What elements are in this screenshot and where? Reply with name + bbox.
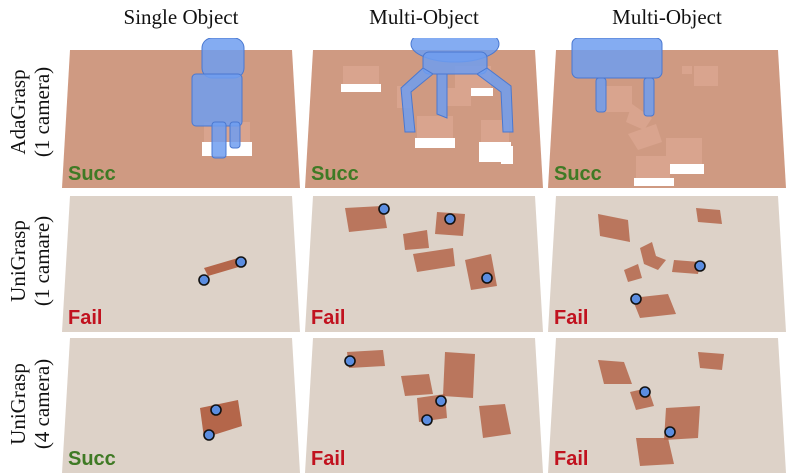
result-label: Fail [68, 307, 103, 329]
object-blocks [604, 66, 718, 186]
result-label: Succ [554, 163, 602, 185]
contact-point-marker [421, 414, 433, 426]
panel-unigrasp1-multi-1: Fail [305, 190, 543, 332]
panel-unigrasp1-multi-2: Fail [548, 190, 786, 332]
point-cloud-objects [345, 206, 497, 290]
contact-point-marker [198, 274, 210, 286]
contact-point-marker [481, 272, 493, 284]
row-label-unigrasp-4cam: UniGrasp(4 camera) [0, 334, 60, 473]
row-method: UniGrasp [6, 220, 31, 302]
panel-adagrasp-multi-1: Succ [305, 38, 543, 188]
row-label-unigrasp-1cam: UniGrasp(1 camare) [0, 190, 60, 332]
column-header-multi-object-2: Multi-Object [612, 5, 722, 29]
panel-unigrasp4-multi-2: Fail [548, 334, 786, 473]
object-blocks [341, 66, 513, 164]
contact-point-marker [203, 429, 215, 441]
panel-unigrasp4-single: Succ [62, 334, 300, 473]
result-label: Succ [68, 163, 116, 185]
panel-unigrasp4-multi-1: Fail [305, 334, 543, 473]
gripper-icon [571, 38, 663, 117]
row-method: UniGrasp [6, 362, 31, 445]
contact-point-marker [630, 293, 642, 305]
table-surface [62, 196, 300, 332]
result-label: Succ [68, 448, 116, 470]
table-surface [548, 50, 786, 188]
row-label-adagrasp: AdaGrasp(1 camera) [0, 38, 60, 186]
table-surface [62, 338, 300, 473]
gripper-icon [400, 38, 514, 133]
contact-point-marker [210, 404, 222, 416]
contact-point-marker [344, 355, 356, 367]
contact-point-marker [639, 386, 651, 398]
row-method: AdaGrasp [6, 69, 31, 155]
column-header-multi-object-1: Multi-Object [369, 5, 479, 29]
row-sensor: (1 camare) [30, 215, 55, 307]
gripper-icon [191, 38, 245, 159]
panel-adagrasp-single: Succ [62, 38, 300, 188]
point-cloud-objects [347, 350, 511, 438]
contact-point-marker [694, 260, 706, 272]
result-label: Fail [311, 448, 346, 470]
row-sensor: (4 camera) [30, 358, 55, 449]
row-sensor: (1 camera) [30, 66, 55, 158]
contact-point-marker [435, 395, 447, 407]
result-label: Fail [554, 448, 589, 470]
contact-point-marker [444, 213, 456, 225]
contact-point-marker [378, 203, 390, 215]
point-cloud-objects [598, 208, 722, 318]
result-label: Fail [311, 307, 346, 329]
panel-unigrasp1-single: Fail [62, 190, 300, 332]
point-cloud-object [204, 258, 242, 276]
contact-point-marker [664, 426, 676, 438]
contact-point-marker [235, 256, 247, 268]
result-label: Succ [311, 163, 359, 185]
object-block [202, 122, 252, 156]
result-label: Fail [554, 307, 589, 329]
column-header-single-object: Single Object [123, 5, 239, 29]
panel-adagrasp-multi-2: Succ [548, 38, 786, 188]
